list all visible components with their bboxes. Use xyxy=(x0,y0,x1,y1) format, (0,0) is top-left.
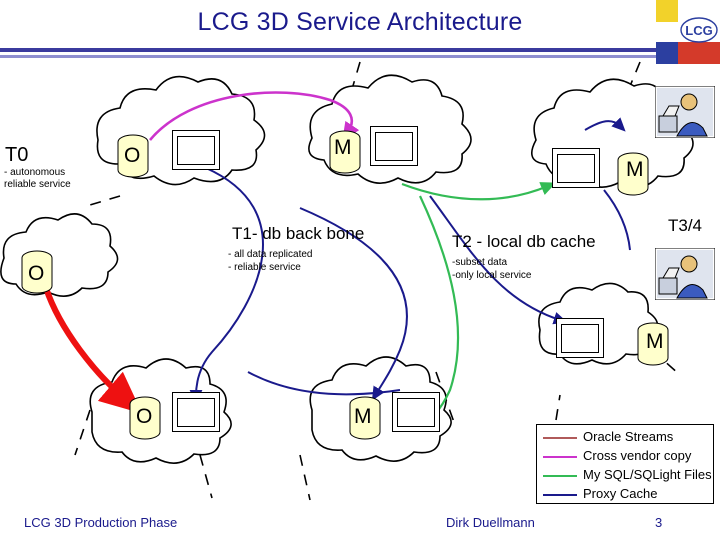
legend-swatch-mysql-sqlight-files xyxy=(543,475,577,477)
node-label-t1-mysql-bottom: M xyxy=(354,405,372,428)
node-label-t2-mysql-mid: M xyxy=(646,330,664,353)
node-label-t1-mysql-top: M xyxy=(334,136,352,159)
legend-label-mysql-sqlight-files: My SQL/SQLight Files xyxy=(583,467,712,482)
db-file-icon xyxy=(172,130,220,170)
svg-text:LCG: LCG xyxy=(685,23,712,38)
legend-label-oracle-streams: Oracle Streams xyxy=(583,429,674,444)
legend-swatch-oracle-streams xyxy=(543,437,577,439)
label-t34: T3/4 xyxy=(668,216,703,235)
db-cylinder xyxy=(21,250,53,294)
footer-center: Dirk Duellmann xyxy=(446,515,535,530)
db-file-icon xyxy=(392,392,440,432)
db-file-icon xyxy=(552,148,600,188)
db-cylinder xyxy=(117,134,149,178)
footer-left: LCG 3D Production Phase xyxy=(24,515,178,530)
cern-lcg-logo: LCG xyxy=(656,0,720,64)
node-label-t0-oracle: O xyxy=(124,144,141,167)
legend-swatch-proxy-cache xyxy=(543,494,577,496)
label-t0-sub: - autonomous reliable service xyxy=(4,167,71,190)
db-cylinder xyxy=(129,396,161,440)
page-title: LCG 3D Service Architecture xyxy=(197,8,523,36)
db-file-icon xyxy=(370,126,418,166)
db-cylinder xyxy=(637,322,669,366)
title-rule-dark xyxy=(0,48,656,52)
title-rule-light xyxy=(0,55,656,58)
label-t1-sub: - all data replicated - reliable service xyxy=(228,249,313,273)
db-cylinder xyxy=(349,396,381,440)
label-t1-heading: T1- db back bone xyxy=(232,224,365,243)
node-label-t1-oracle-bottom: O xyxy=(136,405,153,428)
label-t2-sub: -subset data -only local service xyxy=(452,257,532,281)
node-label-t0-oracle-left: O xyxy=(28,262,45,285)
legend-label-proxy-cache: Proxy Cache xyxy=(583,486,658,501)
legend: Oracle Streams Cross vendor copy My SQL/… xyxy=(536,424,714,504)
legend-swatch-cross-vendor-copy xyxy=(543,456,577,458)
db-cylinder xyxy=(329,130,361,174)
db-file-icon xyxy=(556,318,604,358)
db-file-icon xyxy=(172,392,220,432)
label-t2-heading: T2 - local db cache xyxy=(452,232,596,251)
legend-label-cross-vendor-copy: Cross vendor copy xyxy=(583,448,692,463)
label-t0: T0 xyxy=(5,144,29,166)
node-label-t2-mysql-right: M xyxy=(626,158,644,181)
worker-illustration-icon xyxy=(655,86,715,138)
worker-illustration-icon xyxy=(655,248,715,300)
footer-page-number: 3 xyxy=(655,515,663,530)
db-cylinder xyxy=(617,152,649,196)
